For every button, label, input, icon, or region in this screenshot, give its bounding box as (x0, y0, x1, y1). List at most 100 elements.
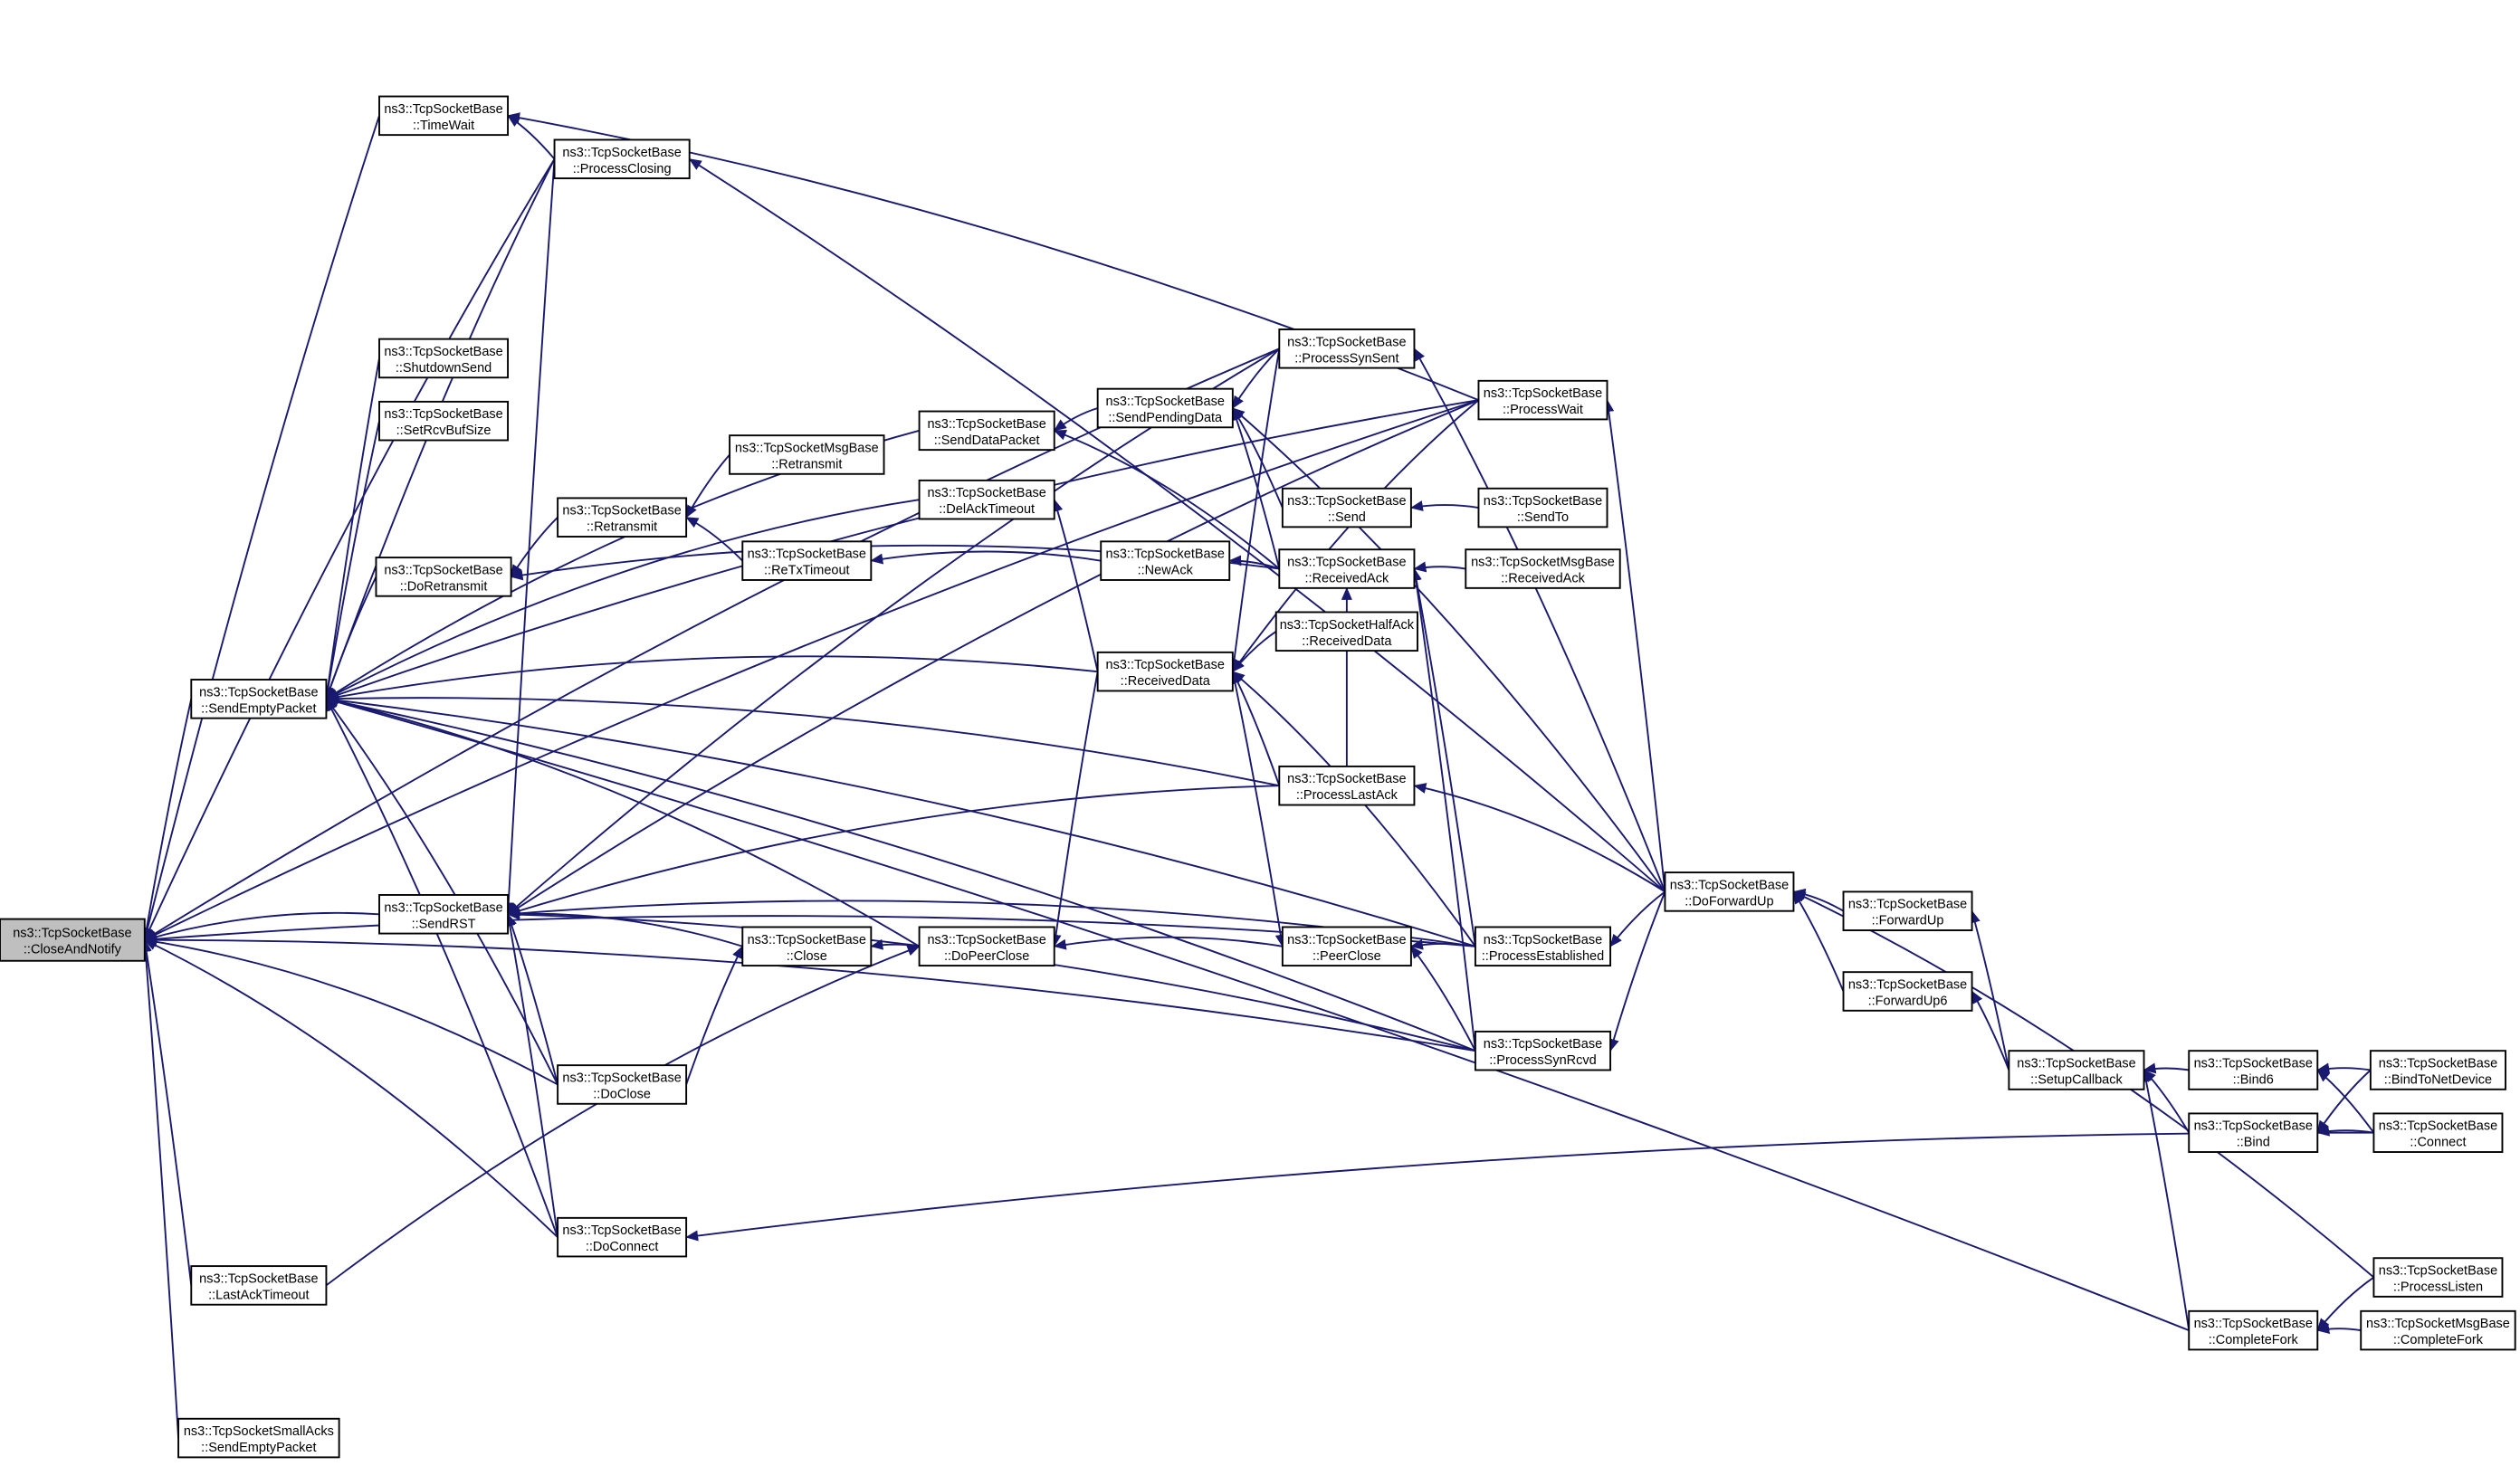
node-method-label: ::NewAck (1138, 564, 1194, 578)
node-method-label: ::ProcessListen (2393, 1280, 2483, 1295)
node-bind[interactable]: ns3::TcpSocketBase::Bind (2188, 1112, 2319, 1153)
edge-sendPendingData-to-sendDataPacket (1053, 407, 1098, 432)
node-class-label: ns3::TcpSocketBase (927, 933, 1045, 947)
node-box (378, 894, 510, 935)
node-class-label: ns3::TcpSocketBase (1484, 494, 1602, 509)
node-method-label: ::SetupCallback (2030, 1072, 2123, 1087)
edge-processClosing-to-sendRST (502, 158, 556, 916)
node-processLastAck[interactable]: ns3::TcpSocketBase::ProcessLastAck (1278, 765, 1416, 806)
node-doConnect[interactable]: ns3::TcpSocketBase::DoConnect (557, 1216, 688, 1258)
node-delAckTimeout[interactable]: ns3::TcpSocketBase::DelAckTimeout (918, 479, 1055, 520)
node-setupCallback[interactable]: ns3::TcpSocketBase::SetupCallback (2008, 1050, 2145, 1090)
node-method-label: ::ProcessSynRcvd (1489, 1053, 1596, 1068)
edge-processSynSent-to-sendPendingData (1232, 347, 1280, 409)
node-class-label: ns3::TcpSocketBase (2194, 1056, 2313, 1071)
edge-processSynSent-to-closeAndNotify (143, 347, 1280, 941)
call-edges (139, 112, 2375, 1439)
edge-doForwardUp-to-sendPendingData (1232, 407, 1666, 892)
edge-processEstablished-to-sendEmptyPacket (325, 694, 1476, 947)
node-sendEmptyPacket[interactable]: ns3::TcpSocketBase::SendEmptyPacket (190, 679, 328, 719)
node-doRetransmit[interactable]: ns3::TcpSocketBase::DoRetransmit (375, 557, 512, 597)
edge-processEstablished-to-peerClose (1409, 938, 1476, 950)
edge-connect-to-bind6 (2316, 1069, 2375, 1134)
edge-receivedAck-to-newAck (1228, 555, 1280, 570)
node-send[interactable]: ns3::TcpSocketBase::Send (1281, 487, 1412, 528)
node-close[interactable]: ns3::TcpSocketBase::Close (741, 926, 873, 967)
node-box (729, 434, 885, 475)
node-processSynSent[interactable]: ns3::TcpSocketBase::ProcessSynSent (1278, 328, 1416, 369)
node-sendPendingData[interactable]: ns3::TcpSocketBase::SendPendingData (1096, 387, 1234, 429)
node-box (1274, 611, 1418, 652)
node-connect[interactable]: ns3::TcpSocketBase::Connect (2372, 1112, 2504, 1153)
node-box (2188, 1309, 2319, 1351)
node-method-label: ::CompleteFork (2209, 1333, 2299, 1347)
node-doPeerClose[interactable]: ns3::TcpSocketBase::DoPeerClose (918, 926, 1055, 967)
node-class-label: ns3::TcpSocketMsgBase (1471, 556, 1615, 570)
node-box (1474, 1030, 1612, 1071)
node-forwardUp[interactable]: ns3::TcpSocketBase::ForwardUp (1842, 890, 1973, 931)
node-halfAckReceivedData[interactable]: ns3::TcpSocketHalfAck::ReceivedData (1274, 611, 1418, 652)
node-processSynRcvd[interactable]: ns3::TcpSocketBase::ProcessSynRcvd (1474, 1030, 1612, 1071)
node-processEstablished[interactable]: ns3::TcpSocketBase::ProcessEstablished (1474, 926, 1612, 967)
edge-bindToNetDevice-to-bind (2316, 1069, 2372, 1134)
node-setRcvBufSize[interactable]: ns3::TcpSocketBase::SetRcvBufSize (378, 400, 510, 442)
node-processClosing[interactable]: ns3::TcpSocketBase::ProcessClosing (553, 138, 691, 180)
node-method-label: ::Close (787, 949, 827, 964)
node-class-label: ns3::TcpSocketBase (384, 345, 502, 359)
node-class-label: ns3::TcpSocketBase (1484, 1037, 1602, 1052)
node-receivedAck[interactable]: ns3::TcpSocketBase::ReceivedAck (1278, 548, 1416, 589)
node-retransmit[interactable]: ns3::TcpSocketBase::Retransmit (557, 497, 688, 538)
node-newAck[interactable]: ns3::TcpSocketBase::NewAck (1100, 540, 1231, 581)
node-msgRetransmit[interactable]: ns3::TcpSocketMsgBase::Retransmit (729, 434, 885, 475)
node-msgReceivedAck[interactable]: ns3::TcpSocketMsgBase::ReceivedAck (1465, 548, 1621, 589)
node-box (1842, 890, 1973, 931)
edge-smallAcksSendEmpty-to-closeAndNotify (139, 938, 180, 1439)
node-class-label: ns3::TcpSocketBase (384, 102, 502, 117)
node-timeWait[interactable]: ns3::TcpSocketBase::TimeWait (378, 95, 510, 137)
node-box (1278, 765, 1416, 806)
node-processListen[interactable]: ns3::TcpSocketBase::ProcessListen (2372, 1257, 2504, 1298)
edge-doConnect-to-sendRST (504, 913, 559, 1238)
node-box (1465, 548, 1621, 589)
node-peerClose[interactable]: ns3::TcpSocketBase::PeerClose (1281, 926, 1412, 967)
node-method-label: ::BindToNetDevice (2384, 1072, 2492, 1087)
node-bindToNetDevice[interactable]: ns3::TcpSocketBase::BindToNetDevice (2369, 1050, 2506, 1090)
edge-retransmit-to-doRetransmit (510, 517, 558, 578)
node-method-label: ::ReceivedData (1302, 634, 1392, 649)
node-class-label: ns3::TcpSocketBase (1106, 395, 1225, 409)
edge-setupCallback-to-forwardUp (1970, 909, 2010, 1071)
node-completeFork[interactable]: ns3::TcpSocketBase::CompleteFork (2188, 1309, 2319, 1351)
node-class-label: ns3::TcpSocketBase (1106, 658, 1225, 672)
edge-reTxTimeout-to-retransmit (685, 516, 743, 562)
node-class-label: ns3::TcpSocketBase (1287, 772, 1406, 786)
node-method-label: ::Bind6 (2233, 1072, 2274, 1087)
node-sendDataPacket[interactable]: ns3::TcpSocketBase::SendDataPacket (918, 410, 1055, 452)
node-sendRST[interactable]: ns3::TcpSocketBase::SendRST (378, 894, 510, 935)
node-class-label: ns3::TcpSocketBase (199, 1271, 318, 1286)
edge-processLastAck-to-sendRST (507, 785, 1280, 917)
node-reTxTimeout[interactable]: ns3::TcpSocketBase::ReTxTimeout (741, 540, 873, 581)
node-method-label: ::SendPendingData (1108, 411, 1223, 425)
edge-doPeerClose-to-sendEmptyPacket (325, 696, 921, 947)
node-smallAcksSendEmpty[interactable]: ns3::TcpSocketSmallAcks::SendEmptyPacket (177, 1417, 340, 1459)
node-msgCompleteFork[interactable]: ns3::TcpSocketMsgBase::CompleteFork (2360, 1309, 2516, 1351)
node-box (190, 679, 328, 719)
node-lastAckTimeout[interactable]: ns3::TcpSocketBase::LastAckTimeout (190, 1265, 328, 1306)
node-sendTo[interactable]: ns3::TcpSocketBase::SendTo (1477, 487, 1608, 528)
node-box (918, 926, 1055, 967)
node-processWait[interactable]: ns3::TcpSocketBase::ProcessWait (1477, 379, 1608, 421)
node-forwardUp6[interactable]: ns3::TcpSocketBase::ForwardUp6 (1842, 971, 1973, 1012)
node-closeAndNotify[interactable]: ns3::TcpSocketBase::CloseAndNotify (0, 918, 146, 962)
edge-processSynRcvd-to-sendEmptyPacket (325, 696, 1476, 1052)
edge-shutdownSend-to-sendEmptyPacket (322, 357, 380, 700)
node-box (378, 338, 510, 379)
node-bind6[interactable]: ns3::TcpSocketBase::Bind6 (2188, 1050, 2319, 1090)
node-doClose[interactable]: ns3::TcpSocketBase::DoClose (557, 1064, 688, 1105)
node-box (0, 918, 146, 962)
node-shutdownSend[interactable]: ns3::TcpSocketBase::ShutdownSend (378, 338, 510, 379)
edge-doForwardUp-to-processSynRcvd (1608, 891, 1666, 1052)
node-doForwardUp[interactable]: ns3::TcpSocketBase::DoForwardUp (1664, 871, 1795, 912)
node-method-label: ::ProcessSynSent (1294, 351, 1398, 366)
node-receivedData[interactable]: ns3::TcpSocketBase::ReceivedData (1096, 651, 1234, 692)
